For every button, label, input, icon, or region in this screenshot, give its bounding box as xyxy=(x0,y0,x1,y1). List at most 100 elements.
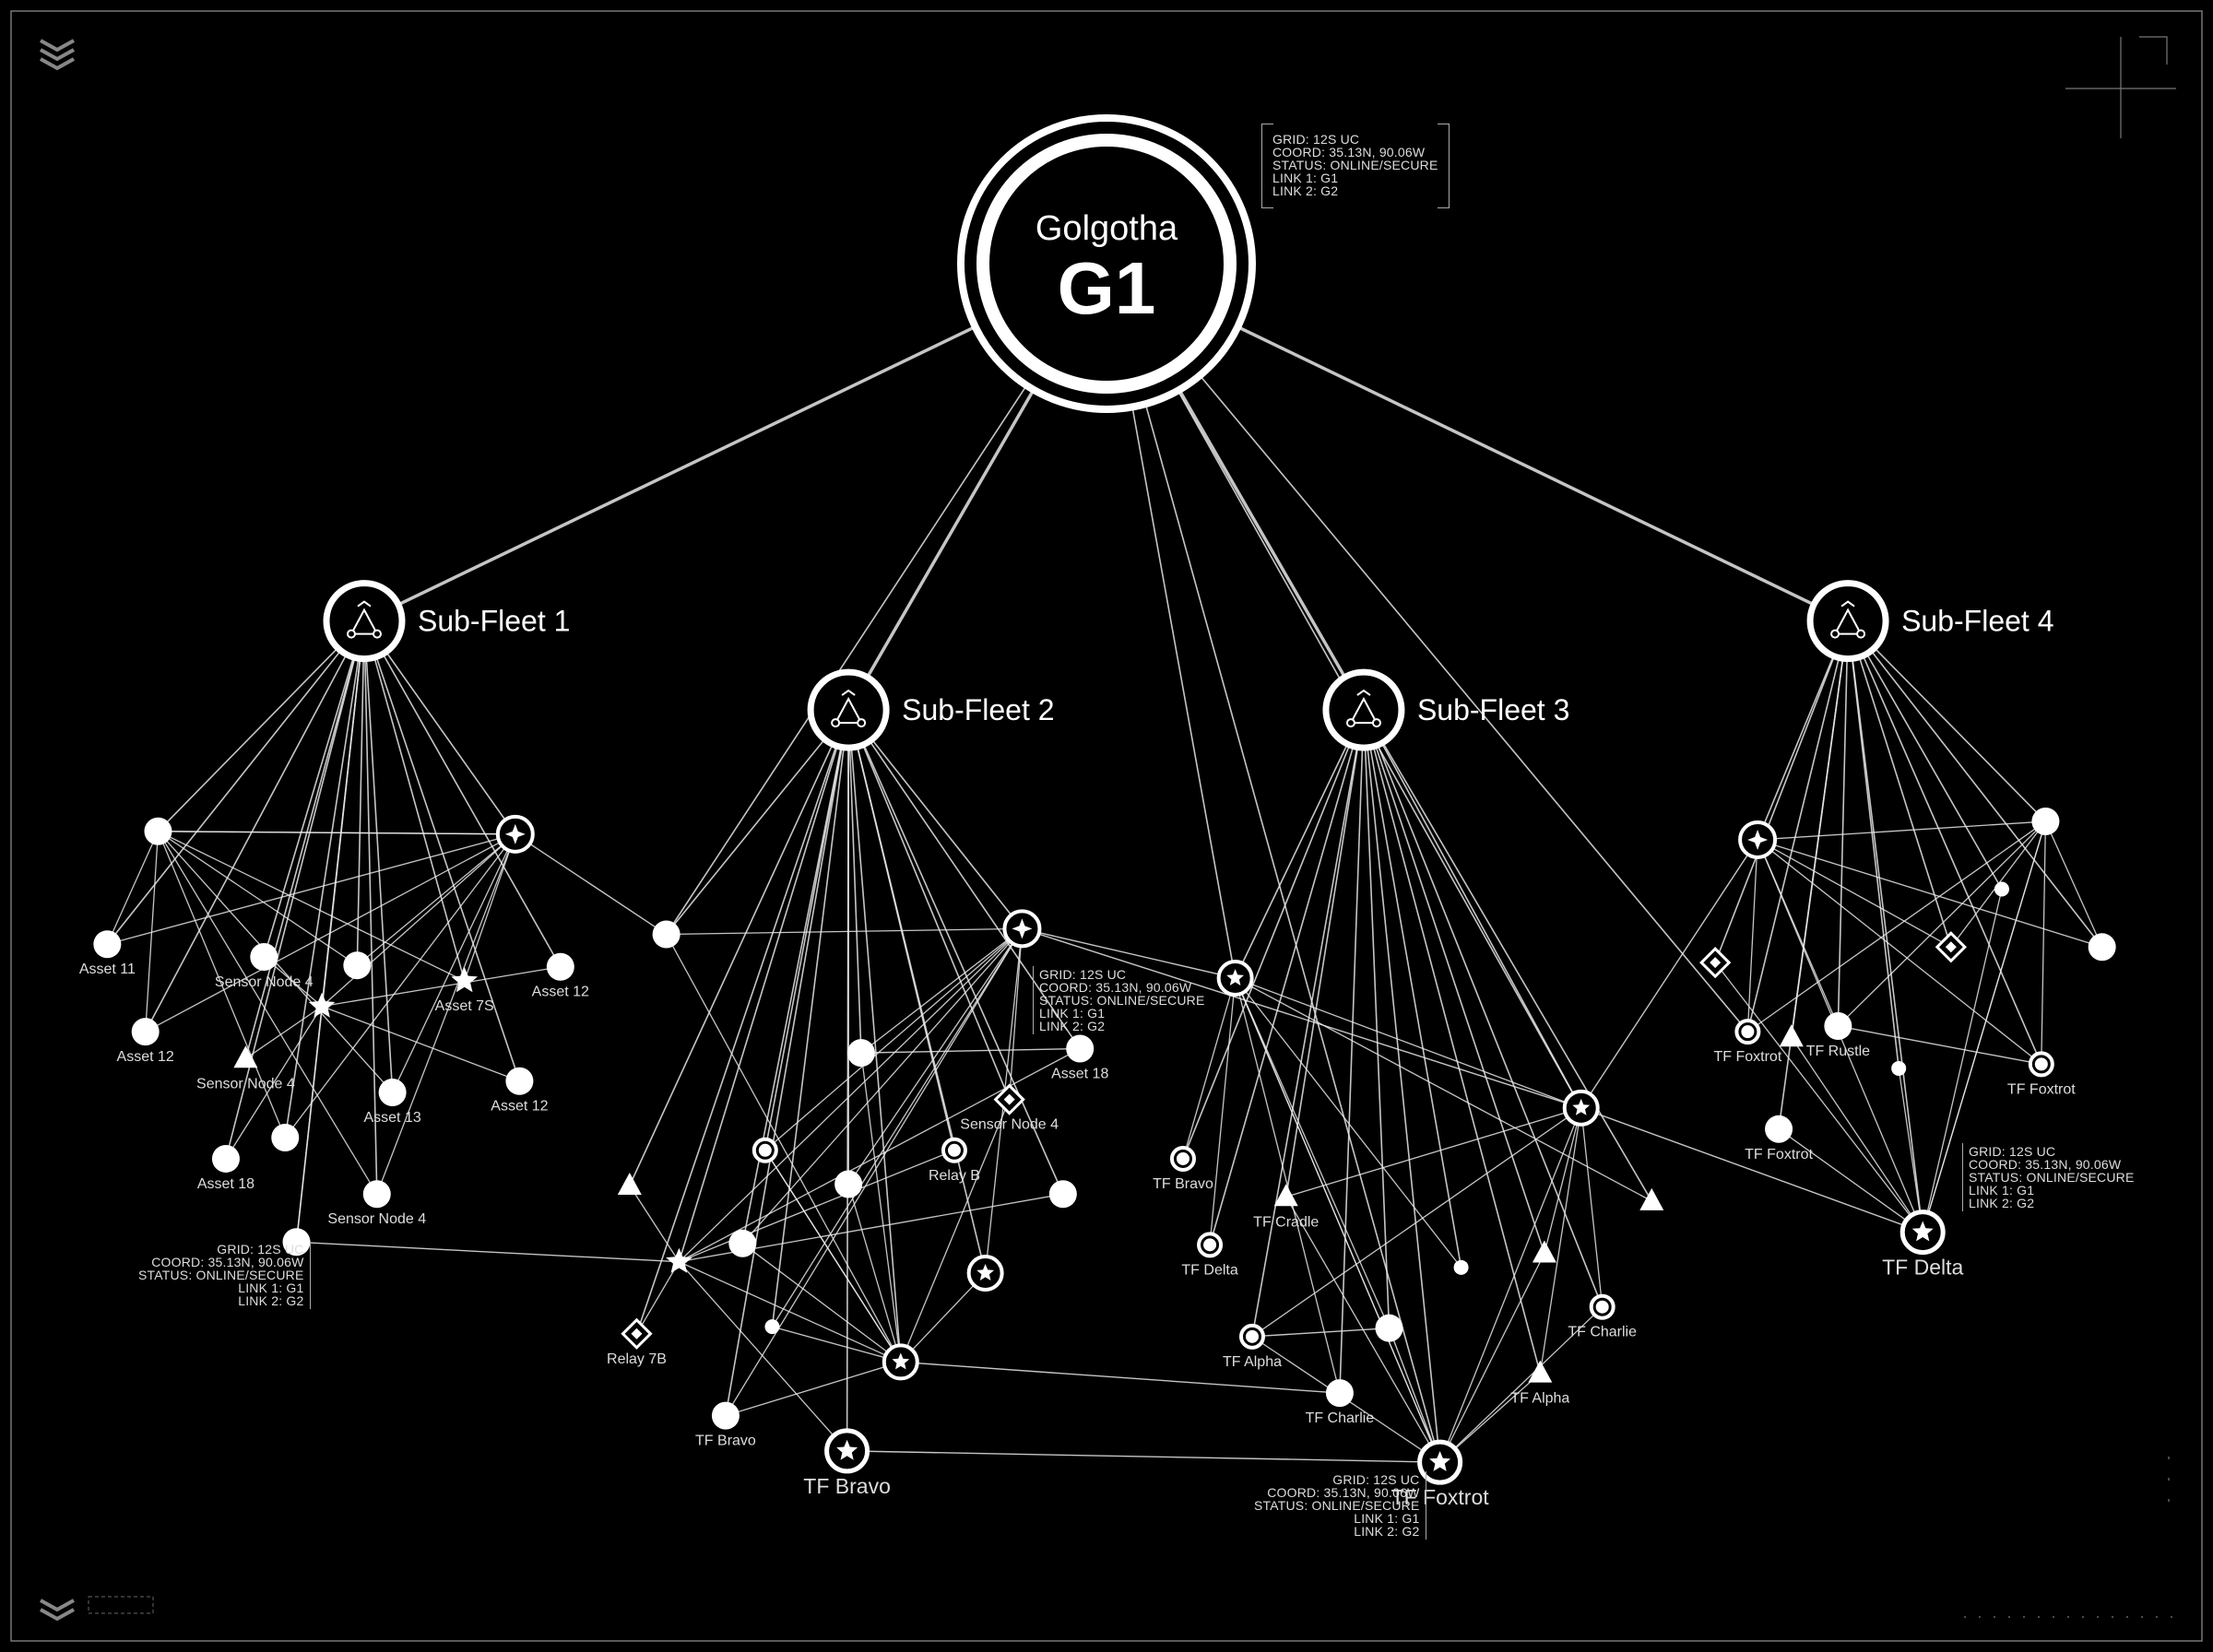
network-node[interactable] xyxy=(1453,1259,1469,1275)
network-node[interactable] xyxy=(1891,1060,1907,1076)
network-node[interactable] xyxy=(882,1343,919,1381)
network-node[interactable] xyxy=(751,1137,778,1163)
edge-node-node xyxy=(1837,820,2046,1027)
network-node[interactable]: Sensor Node 4 xyxy=(215,943,314,990)
network-node[interactable]: TF Foxtrot xyxy=(1713,1019,1782,1065)
network-node[interactable] xyxy=(728,1229,757,1257)
network-node[interactable]: Asset 18 xyxy=(1051,1034,1108,1082)
network-node[interactable] xyxy=(1994,881,2009,897)
network-node[interactable] xyxy=(2031,808,2060,836)
network-node[interactable] xyxy=(1216,959,1254,997)
network-node[interactable]: Asset 18 xyxy=(197,1144,254,1192)
triangle-icon xyxy=(233,1045,258,1068)
edge-subfleet-node xyxy=(1182,709,1365,1160)
network-node[interactable] xyxy=(1935,931,1967,963)
subfleet-node-2[interactable]: Sub-Fleet 2 xyxy=(807,668,1055,751)
network-node[interactable] xyxy=(343,951,372,980)
network-node[interactable]: TF Foxtrot xyxy=(1745,1115,1814,1162)
node-label: Asset 18 xyxy=(1051,1067,1108,1082)
network-node[interactable] xyxy=(1779,1024,1804,1047)
network-node[interactable]: TF Charlie xyxy=(1568,1293,1637,1340)
fleet-formation-icon xyxy=(1345,689,1381,728)
network-node[interactable] xyxy=(2088,933,2116,962)
edge-node-node xyxy=(1439,1107,1582,1463)
edge-node-node xyxy=(1182,977,1237,1160)
network-node[interactable] xyxy=(846,1039,875,1068)
root-node[interactable]: Golgotha G1 xyxy=(957,114,1256,413)
circle-icon xyxy=(728,1229,757,1257)
network-node[interactable]: Asset 12 xyxy=(491,1067,549,1115)
edge-node-node xyxy=(900,1099,1011,1363)
edge-cross xyxy=(1388,1328,1441,1463)
edge-subfleet-node xyxy=(629,709,849,1186)
network-node[interactable] xyxy=(308,992,336,1018)
network-node[interactable] xyxy=(1048,1180,1077,1209)
network-node[interactable]: Sensor Node 4 xyxy=(327,1180,426,1227)
network-node[interactable] xyxy=(666,1247,692,1273)
edge-subfleet-node xyxy=(1714,620,1849,963)
network-node[interactable]: TF Foxtrot xyxy=(1391,1439,1490,1509)
edge-subfleet-node xyxy=(847,709,1081,1049)
network-node[interactable]: Asset 12 xyxy=(532,952,589,1000)
triangle-icon xyxy=(1528,1360,1553,1383)
edge-subfleet-node xyxy=(363,620,466,982)
subfleet-node-4[interactable]: Sub-Fleet 4 xyxy=(1806,580,2054,663)
network-node[interactable] xyxy=(1562,1089,1600,1127)
network-node[interactable]: Asset 7S xyxy=(435,967,494,1014)
subfleet-label: Sub-Fleet 4 xyxy=(1901,605,2053,638)
network-node[interactable] xyxy=(652,920,680,949)
network-node[interactable] xyxy=(1002,909,1042,949)
network-node[interactable]: Sensor Node 4 xyxy=(196,1045,295,1092)
network-node[interactable] xyxy=(834,1170,863,1198)
network-node[interactable]: Sensor Node 4 xyxy=(960,1083,1059,1133)
network-node[interactable]: TF Bravo xyxy=(695,1401,756,1449)
edge-node-node xyxy=(725,928,1023,1416)
network-node[interactable]: Relay B xyxy=(929,1137,980,1184)
network-node[interactable]: TF Delta xyxy=(1181,1232,1238,1278)
network-node[interactable] xyxy=(1699,947,1732,979)
circle-icon xyxy=(282,1228,311,1257)
edge-node-node xyxy=(295,1006,323,1243)
network-node[interactable] xyxy=(1639,1187,1664,1210)
edge-node-node xyxy=(1235,977,1391,1328)
network-node[interactable]: TF Bravo xyxy=(1153,1145,1213,1192)
network-node[interactable]: TF Delta xyxy=(1882,1210,1964,1280)
circle-icon xyxy=(271,1123,300,1151)
network-node[interactable]: TF Bravo xyxy=(803,1428,891,1498)
network-node[interactable] xyxy=(271,1123,300,1151)
network-node[interactable]: Asset 13 xyxy=(363,1078,421,1126)
network-node[interactable] xyxy=(495,814,535,854)
subfleet-node-1[interactable]: Sub-Fleet 1 xyxy=(323,580,570,663)
network-node[interactable]: TF Rustle xyxy=(1806,1012,1870,1059)
edge-node-node xyxy=(1439,1253,1545,1463)
network-node[interactable]: TF Alpha xyxy=(1510,1360,1569,1407)
subfleet-node-3[interactable]: Sub-Fleet 3 xyxy=(1322,668,1569,751)
edge-subfleet-node xyxy=(1363,709,1462,1268)
network-node[interactable] xyxy=(1532,1240,1556,1263)
network-node[interactable]: Asset 11 xyxy=(79,930,136,977)
node-label: TF Bravo xyxy=(1153,1176,1213,1192)
edge-cross xyxy=(1251,1327,1390,1338)
edge-node-node xyxy=(741,927,1023,1245)
network-node[interactable] xyxy=(764,1319,780,1335)
network-node[interactable]: TF Charlie xyxy=(1306,1379,1375,1426)
edge-node-node xyxy=(678,927,1023,1263)
network-node[interactable]: Relay 7B xyxy=(607,1317,667,1367)
edge-node-node xyxy=(107,833,515,945)
edge-node-node xyxy=(1439,1306,1604,1463)
edge-node-node xyxy=(356,833,516,966)
network-node[interactable] xyxy=(966,1254,1004,1292)
network-node[interactable] xyxy=(144,817,172,845)
edge-node-node xyxy=(245,1006,323,1059)
network-node[interactable]: TF Foxtrot xyxy=(2007,1051,2076,1097)
edge-node-node xyxy=(145,831,160,1032)
network-node[interactable] xyxy=(1738,820,1778,859)
network-node[interactable]: TF Cradle xyxy=(1253,1184,1319,1230)
network-node[interactable] xyxy=(1375,1314,1403,1342)
network-node[interactable] xyxy=(617,1173,642,1196)
network-node[interactable]: TF Alpha xyxy=(1223,1323,1282,1370)
edge-subfleet-node xyxy=(847,709,1064,1195)
circle-icon xyxy=(1048,1180,1077,1209)
network-node[interactable] xyxy=(282,1228,311,1257)
network-node[interactable]: Asset 12 xyxy=(117,1018,174,1065)
